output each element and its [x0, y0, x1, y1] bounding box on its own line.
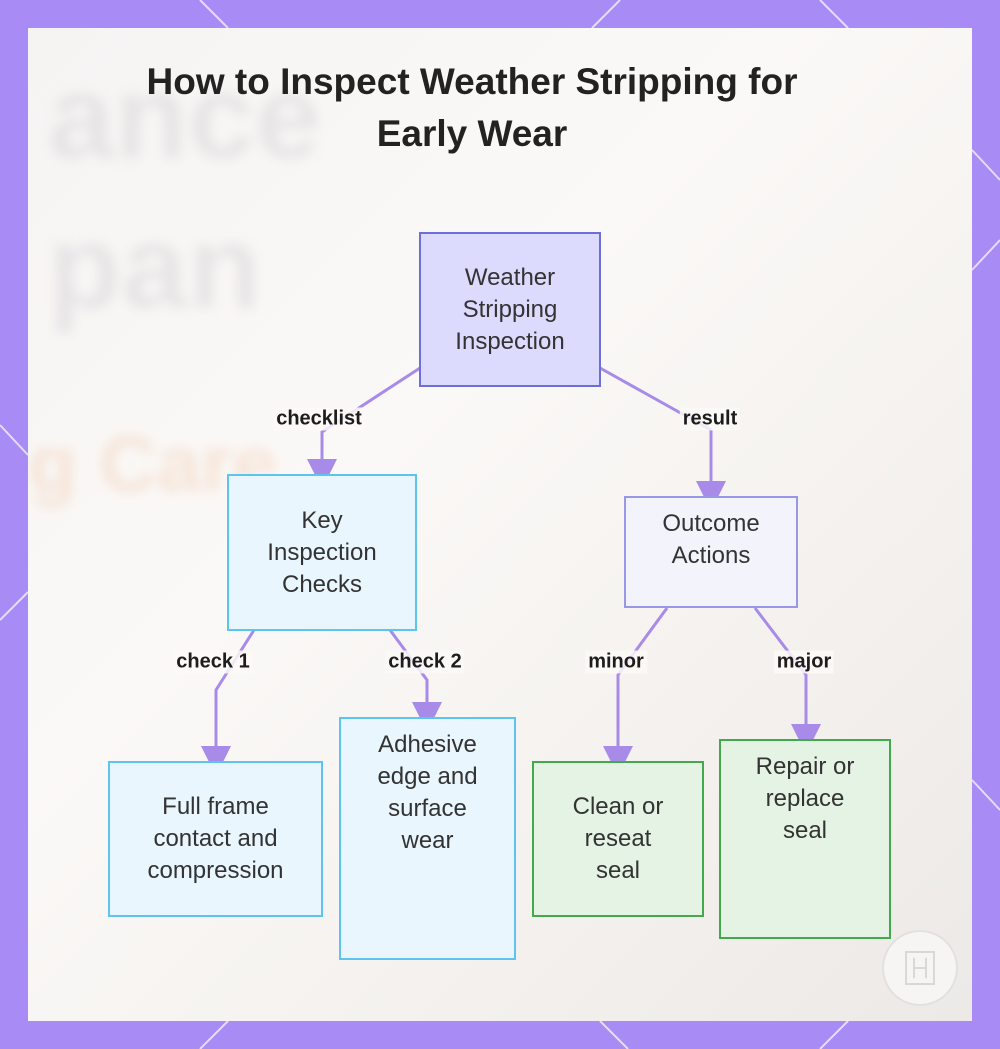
node-clean-or-reseat: Clean or reseat seal: [532, 761, 704, 917]
logo-watermark-icon: [882, 930, 958, 1006]
node-label: Repair or replace seal: [755, 753, 855, 844]
node-label: Full frame contact and compression: [147, 793, 284, 884]
edge-checklist: [307, 366, 421, 489]
edge-label-major: major: [773, 650, 835, 674]
edge-result: [599, 366, 726, 511]
node-label: Weather Stripping Inspection: [455, 263, 565, 355]
edge-label-check-1: check 1: [173, 650, 253, 674]
node-full-frame-contact: Full frame contact and compression: [108, 761, 323, 917]
node-label: Clean or reseat seal: [572, 793, 664, 884]
edge-label-result: result: [679, 407, 741, 431]
edge-label-checklist: checklist: [273, 407, 365, 431]
node-outcome-actions: Outcome Actions: [624, 496, 798, 608]
node-weather-stripping-inspection: Weather Stripping Inspection: [419, 232, 601, 387]
node-key-inspection-checks: Key Inspection Checks: [227, 474, 417, 631]
background-ghost-text: pan: [48, 200, 262, 334]
edge-label-minor: minor: [585, 650, 647, 674]
edge-label-check-2: check 2: [385, 650, 465, 674]
node-repair-or-replace: Repair or replace seal: [719, 739, 891, 939]
edge-minor: [603, 607, 669, 776]
edge-major: [753, 607, 821, 754]
node-label: Adhesive edge and surface wear: [377, 731, 478, 854]
node-adhesive-edge-wear: Adhesive edge and surface wear: [339, 717, 516, 960]
node-label: Key Inspection Checks: [267, 506, 377, 598]
edge-check2: [388, 629, 442, 732]
diagram-title: How to Inspect Weather Stripping for Ear…: [146, 61, 798, 154]
edge-check1: [201, 629, 256, 776]
node-label: Outcome Actions: [662, 510, 760, 569]
background-ghost-text: ance: [48, 50, 322, 184]
